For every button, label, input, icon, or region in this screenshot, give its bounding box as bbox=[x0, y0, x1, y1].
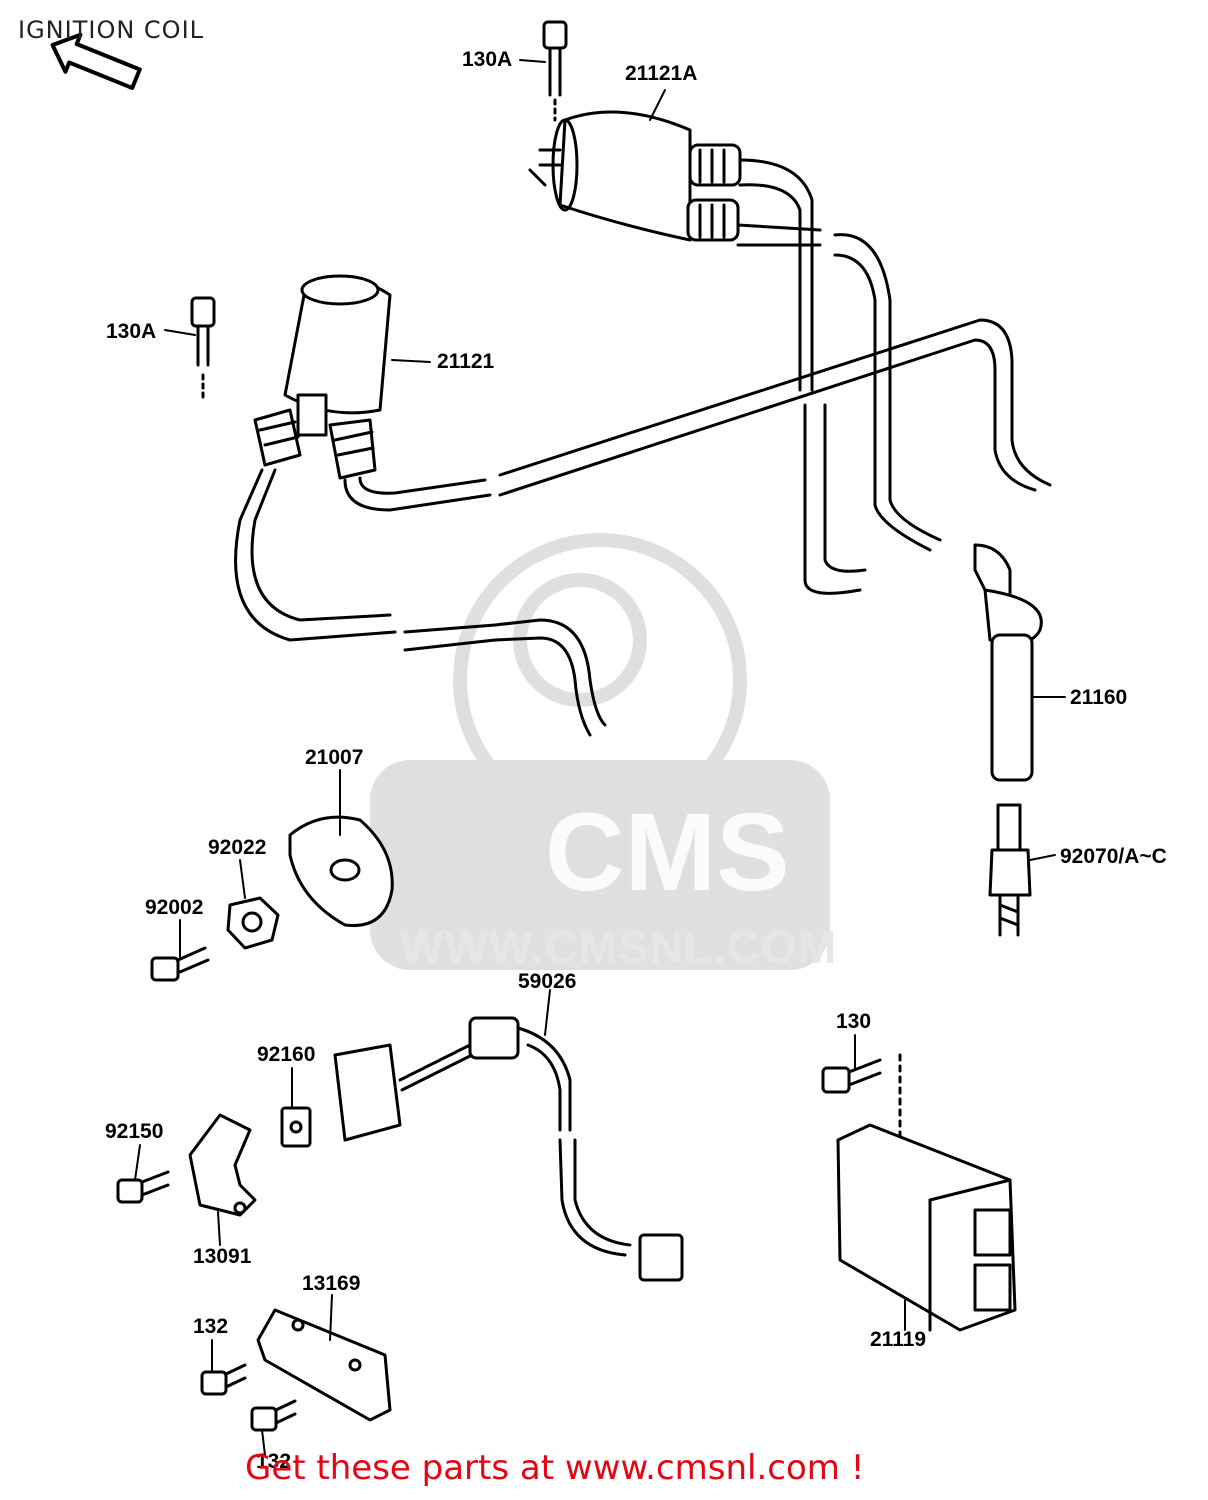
label-21160[interactable]: 21160 bbox=[1070, 686, 1128, 709]
bolt-130a-top[interactable] bbox=[542, 20, 568, 122]
label-92070[interactable]: 92070/A~C bbox=[1060, 845, 1167, 868]
nut-92022[interactable] bbox=[226, 896, 280, 950]
footer-link[interactable]: Get these parts at www.cmsnl.com ! bbox=[245, 1448, 865, 1488]
bracket-13091[interactable] bbox=[188, 1113, 257, 1217]
ignition-coil-21121a[interactable] bbox=[528, 110, 742, 242]
spark-plug-92070[interactable] bbox=[988, 803, 1032, 937]
bolt-92002[interactable] bbox=[150, 946, 210, 982]
leader-lines bbox=[134, 59, 1066, 1456]
igniter-21119[interactable] bbox=[836, 1123, 1017, 1332]
label-130[interactable]: 130 bbox=[836, 1010, 872, 1033]
label-21121a[interactable]: 21121A bbox=[625, 62, 698, 85]
bolt-132-upper[interactable] bbox=[200, 1363, 247, 1396]
label-92150[interactable]: 92150 bbox=[105, 1120, 164, 1143]
label-132-upper[interactable]: 132 bbox=[193, 1315, 229, 1338]
label-92002[interactable]: 92002 bbox=[145, 896, 204, 919]
label-21119[interactable]: 21119 bbox=[870, 1328, 927, 1351]
label-21007[interactable]: 21007 bbox=[305, 746, 364, 769]
watermark-url: WWW.CMSNL.COM bbox=[400, 921, 838, 973]
damper-92160[interactable] bbox=[280, 1106, 312, 1148]
plate-21007[interactable] bbox=[288, 815, 394, 928]
ignition-coil-21121[interactable] bbox=[253, 274, 392, 480]
page-title: IGNITION COIL bbox=[18, 16, 205, 44]
watermark-logo-text: CMS bbox=[545, 791, 789, 914]
label-92022[interactable]: 92022 bbox=[208, 836, 267, 859]
bolt-92150[interactable] bbox=[116, 1170, 170, 1204]
plate-13169[interactable] bbox=[256, 1308, 392, 1422]
bolt-130a-left[interactable] bbox=[190, 296, 216, 402]
hv-lead-21121a bbox=[736, 158, 942, 595]
bolt-132-lower[interactable] bbox=[250, 1399, 297, 1432]
label-13091[interactable]: 13091 bbox=[193, 1245, 252, 1268]
label-21121[interactable]: 21121 bbox=[437, 350, 495, 373]
label-130a-left[interactable]: 130A bbox=[106, 320, 157, 343]
pickup-coil-59026[interactable] bbox=[333, 1016, 684, 1282]
label-92160[interactable]: 92160 bbox=[257, 1043, 316, 1066]
label-130a-top[interactable]: 130A bbox=[462, 48, 513, 71]
spark-plug-cap-21160[interactable] bbox=[973, 543, 1043, 782]
hv-lead-21121 bbox=[234, 318, 1052, 737]
label-59026[interactable]: 59026 bbox=[518, 970, 577, 993]
label-13169[interactable]: 13169 bbox=[302, 1272, 361, 1295]
front-arrow-icon bbox=[50, 32, 142, 90]
cms-watermark-logo bbox=[370, 533, 830, 970]
label-132-lower[interactable]: 132 bbox=[256, 1450, 292, 1473]
